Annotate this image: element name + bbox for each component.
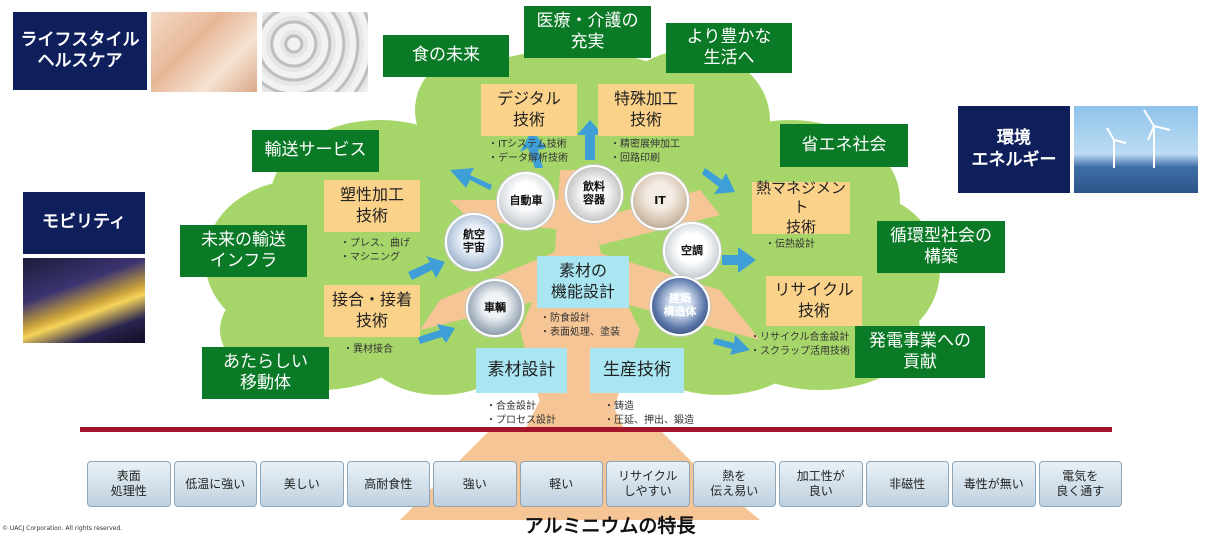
tech-special-items: ・精密展伸加工 ・回路印刷 bbox=[610, 139, 680, 164]
feature-workability: 加工性が 良い bbox=[779, 461, 863, 507]
core-production-items: ・鋳造 ・圧延、押出、鍛造 bbox=[604, 401, 694, 426]
feature-light: 軽い bbox=[519, 461, 603, 507]
core-material-items: ・合金設計 ・プロセス設計 bbox=[486, 401, 556, 426]
core-function-design: 素材の 機能設計 bbox=[537, 256, 629, 308]
goal-food-future: 食の未来 bbox=[383, 35, 509, 77]
goal-new-mobility: あたらしい 移動体 bbox=[202, 347, 329, 399]
feature-electrical-conduction: 電気を 良く通す bbox=[1038, 461, 1122, 507]
application-air-conditioning: 空調 bbox=[663, 222, 721, 280]
goal-circular-society: 循環型社会の 構築 bbox=[877, 221, 1005, 273]
feature-non-magnetic: 非磁性 bbox=[865, 461, 949, 507]
tech-thermal-items: ・伝熱設計 bbox=[765, 239, 815, 250]
ground-line bbox=[80, 427, 1112, 432]
tech-plastic-working: 塑性加工 技術 bbox=[324, 180, 420, 232]
goal-transport-service: 輸送サービス bbox=[252, 130, 379, 172]
lifestyle-healthcare-label: ライフスタイル ヘルスケア bbox=[13, 12, 147, 90]
application-beverage-container: 飲料 容器 bbox=[565, 165, 623, 223]
environment-energy-label: 環境 エネルギー bbox=[958, 106, 1070, 193]
cans-photo bbox=[262, 12, 368, 92]
goal-power-generation: 発電事業への 貢献 bbox=[855, 326, 985, 378]
tech-recycling-items: ・リサイクル合金設計 ・スクラップ活用技術 bbox=[750, 332, 850, 357]
wind-solar-photo bbox=[1074, 106, 1198, 193]
tech-recycling: リサイクル 技術 bbox=[766, 276, 862, 326]
feature-low-temperature: 低温に強い bbox=[173, 461, 257, 507]
hands-photo bbox=[151, 12, 257, 92]
feature-row: 表面 処理性 低温に強い 美しい 高耐食性 強い 軽い リサイクル しやすい 熱… bbox=[87, 461, 1122, 507]
application-railway-vehicle: 車輌 bbox=[466, 279, 524, 337]
feature-corrosion-resistance: 高耐食性 bbox=[346, 461, 430, 507]
features-title: アルミニウムの特長 bbox=[524, 515, 696, 537]
feature-recyclable: リサイクル しやすい bbox=[606, 461, 690, 507]
feature-surface-treatment: 表面 処理性 bbox=[87, 461, 171, 507]
application-building-structure: 建築 構造体 bbox=[650, 276, 710, 336]
tech-plastic-items: ・プレス、曲げ ・マシニング bbox=[340, 238, 410, 263]
application-it: IT bbox=[631, 172, 689, 230]
application-automobile: 自動車 bbox=[497, 172, 555, 230]
wind-turbine-icon bbox=[1106, 109, 1171, 168]
core-function-items: ・防食設計 ・表面処理、塗装 bbox=[540, 313, 620, 338]
train-photo bbox=[23, 258, 145, 343]
goal-energy-saving: 省エネ社会 bbox=[780, 124, 908, 167]
feature-strong: 強い bbox=[433, 461, 517, 507]
tech-digital: デジタル 技術 bbox=[481, 84, 577, 136]
goal-richer-life: より豊かな 生活へ bbox=[666, 23, 792, 73]
goal-future-infrastructure: 未来の輸送 インフラ bbox=[180, 225, 307, 277]
arrow-group bbox=[408, 120, 756, 355]
goal-medical-care: 医療・介護の 充実 bbox=[524, 6, 651, 58]
feature-non-toxic: 毒性が無い bbox=[952, 461, 1036, 507]
mobility-label: モビリティ bbox=[23, 192, 145, 254]
copyright-text: © UACJ Corporation. All rights reserved. bbox=[2, 525, 123, 532]
feature-heat-conduction: 熱を 伝え易い bbox=[692, 461, 776, 507]
tech-joining-items: ・異材接合 bbox=[343, 344, 393, 355]
tech-special-processing: 特殊加工 技術 bbox=[598, 84, 694, 136]
core-production-technology: 生産技術 bbox=[590, 348, 684, 393]
tech-joining-bonding: 接合・接着 技術 bbox=[324, 285, 420, 337]
feature-beautiful: 美しい bbox=[260, 461, 344, 507]
core-material-design: 素材設計 bbox=[476, 348, 567, 393]
tech-thermal-management: 熱マネジメント 技術 bbox=[752, 179, 850, 236]
tech-digital-items: ・ITシステム技術 ・データ解析技術 bbox=[488, 139, 568, 164]
application-aerospace: 航空 宇宙 bbox=[445, 213, 503, 271]
